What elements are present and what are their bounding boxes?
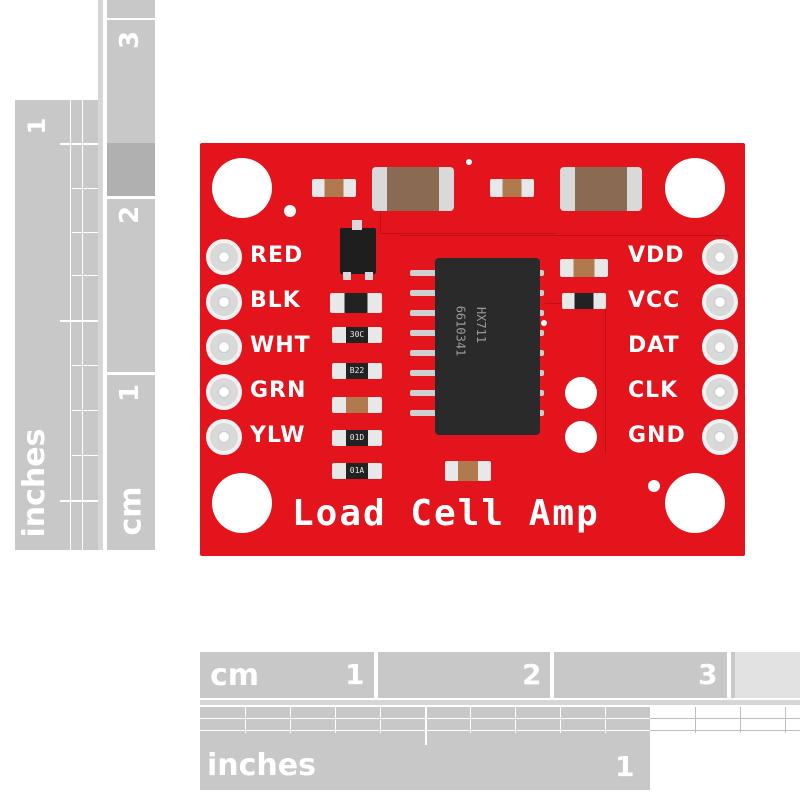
pin-label-blk: BLK <box>250 288 301 313</box>
header-pin-vcc[interactable] <box>702 284 738 320</box>
vertical-inch-scale <box>15 100 98 550</box>
header-pin-wht[interactable] <box>206 329 242 365</box>
header-pin-gnd[interactable] <box>702 419 738 455</box>
load-cell-amp-board: RED BLK WHT GRN YLW VDD VCC DAT CLK GND … <box>200 143 745 556</box>
pin-label-clk: CLK <box>628 378 679 403</box>
header-pin-clk[interactable] <box>702 374 738 410</box>
mounting-hole-bottom-right <box>665 473 725 533</box>
vertical-cm-unit: cm <box>113 486 149 536</box>
header-pin-vdd[interactable] <box>702 239 738 275</box>
header-pin-grn[interactable] <box>206 374 242 410</box>
smd-component <box>332 397 382 413</box>
via-dot <box>466 159 472 165</box>
capacitor-large <box>560 167 642 211</box>
smd-component <box>330 293 382 313</box>
pin-label-vdd: VDD <box>628 243 685 268</box>
smd-component <box>490 179 534 197</box>
pin-label-wht: WHT <box>250 333 311 358</box>
via-dot <box>541 320 547 326</box>
chip-marking-lot: 6610341 <box>453 305 468 357</box>
pin-label-red: RED <box>250 243 304 268</box>
smd-resistor: 30C <box>332 327 382 343</box>
smd-component <box>562 293 606 309</box>
pin-label-grn: GRN <box>250 378 307 403</box>
pin-label-ylw: YLW <box>250 423 306 448</box>
mounting-hole-top-right <box>665 158 725 218</box>
horizontal-cm-number-1: 1 <box>345 658 365 691</box>
vertical-cm-number-2: 2 <box>115 205 145 225</box>
mounting-hole-bottom-left <box>212 473 272 533</box>
header-pin-blk[interactable] <box>206 284 242 320</box>
transistor <box>340 228 376 274</box>
horizontal-cm-scale <box>200 652 800 698</box>
smd-resistor: 01D <box>332 430 382 446</box>
smd-component <box>312 179 356 197</box>
vertical-cm-number-3: 3 <box>115 30 145 50</box>
test-pad-gnd[interactable] <box>565 421 597 453</box>
resistor-code: B22 <box>349 366 365 375</box>
horizontal-inch-unit: inches <box>207 748 316 783</box>
capacitor-large <box>372 167 454 211</box>
smd-component <box>445 461 491 481</box>
header-pin-dat[interactable] <box>702 329 738 365</box>
resistor-code: 30C <box>349 330 365 339</box>
vertical-inch-number: 1 <box>23 117 51 135</box>
test-pad-clk[interactable] <box>565 377 597 409</box>
pin-label-vcc: VCC <box>628 288 681 313</box>
resistor-code: 01A <box>349 466 365 475</box>
resistor-code: 01D <box>349 433 365 442</box>
horizontal-cm-number-3: 3 <box>698 658 718 691</box>
smd-resistor: 01A <box>332 463 382 479</box>
vertical-inch-unit: inches <box>17 428 52 538</box>
fiducial-dot <box>648 480 660 492</box>
header-pin-ylw[interactable] <box>206 419 242 455</box>
horizontal-cm-number-2: 2 <box>522 658 542 691</box>
horizontal-inch-number: 1 <box>615 750 635 783</box>
header-pin-red[interactable] <box>206 239 242 275</box>
board-title: Load Cell Amp <box>292 493 600 534</box>
pin-label-gnd: GND <box>628 423 686 448</box>
vertical-cm-number-1: 1 <box>115 383 145 403</box>
mounting-hole-top-left <box>212 158 272 218</box>
vertical-cm-scale <box>107 0 155 550</box>
smd-component <box>560 259 608 277</box>
horizontal-cm-unit: cm <box>210 658 260 693</box>
chip-marking-part: HX711 <box>474 306 489 344</box>
pin-label-dat: DAT <box>628 333 680 358</box>
chip-body: HX711 6610341 <box>435 258 540 435</box>
smd-resistor: B22 <box>332 363 382 379</box>
fiducial-dot <box>284 205 296 217</box>
